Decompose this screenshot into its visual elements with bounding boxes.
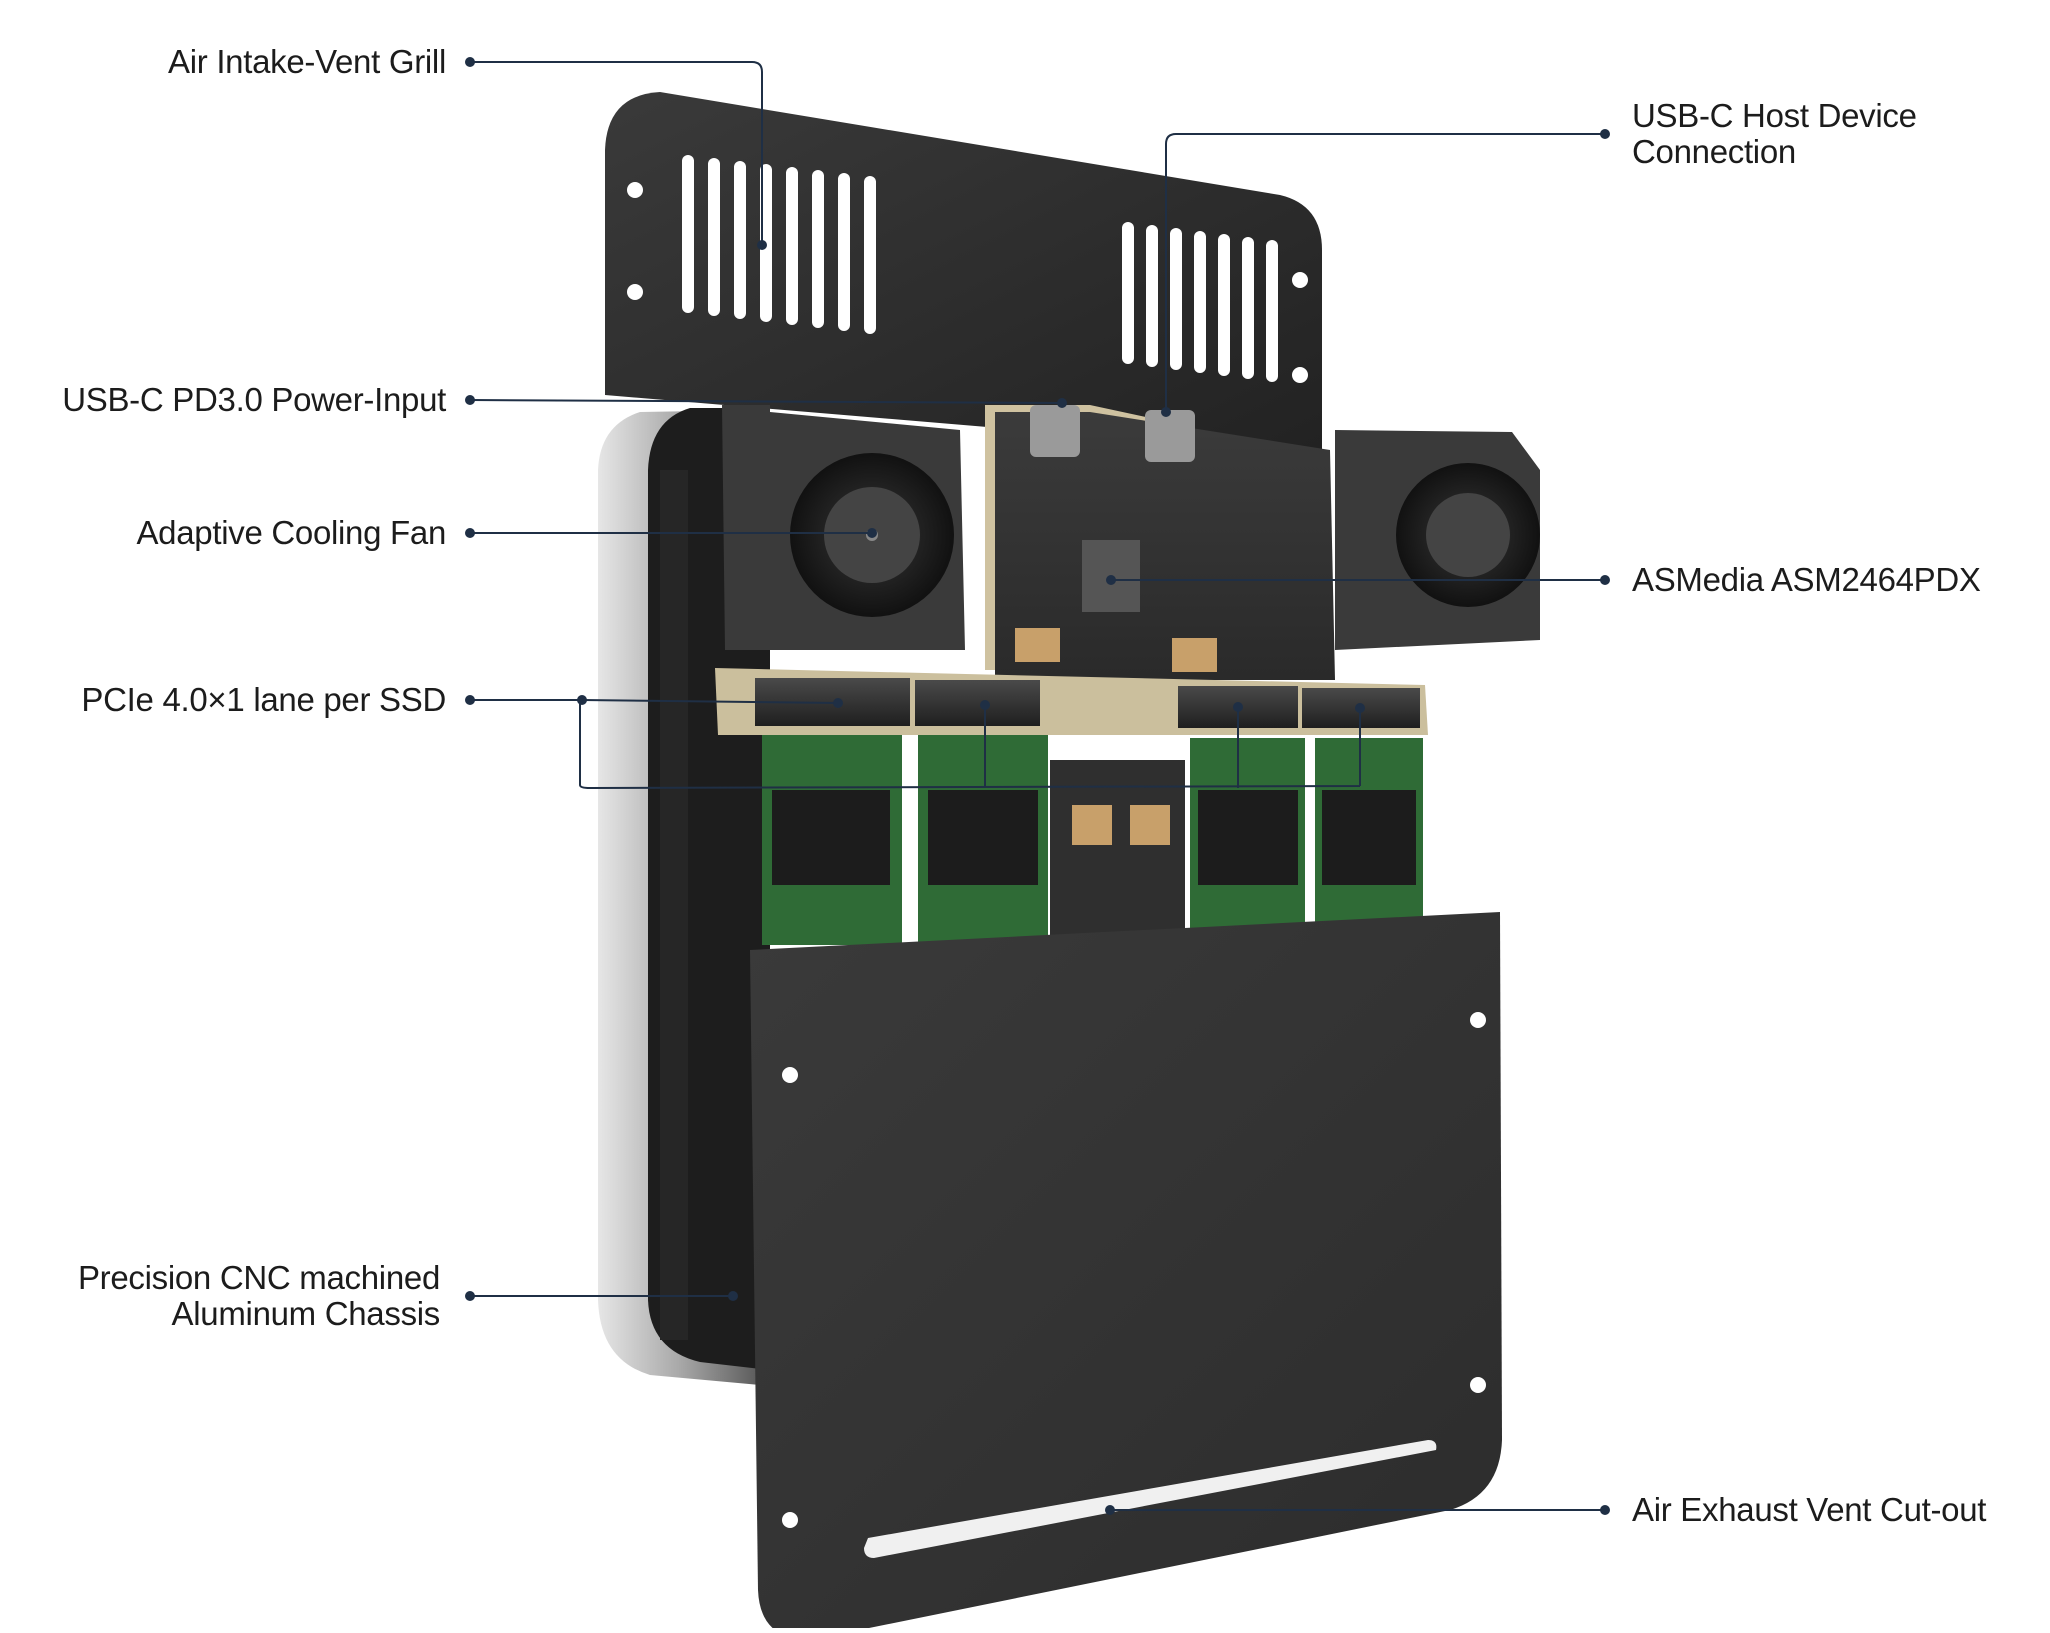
callout-air-intake: Air Intake-Vent Grill	[168, 43, 446, 80]
callout-pcie: PCIe 4.0×1 lane per SSD	[81, 681, 446, 718]
main-pcb	[985, 405, 1335, 680]
callout-exhaust: Air Exhaust Vent Cut-out	[1632, 1491, 1987, 1528]
bottom-exhaust-panel	[750, 912, 1502, 1633]
m2-connector-rail	[715, 668, 1428, 735]
leader-pcie	[470, 699, 1361, 790]
leader-dots	[465, 57, 1610, 1515]
panel-screws-top	[627, 182, 1308, 383]
intake-vent-slots-right	[1122, 222, 1278, 382]
leader-lines	[469, 61, 1605, 1511]
panel-screws-bottom	[782, 1012, 1486, 1528]
callout-usb-c-host: USB-C Host Device Connection	[1632, 97, 1917, 170]
top-vent-panel	[605, 92, 1322, 455]
callout-cooling-fan: Adaptive Cooling Fan	[136, 514, 446, 551]
usb-c-ports	[1030, 405, 1195, 462]
leader-usb-c-host	[1165, 133, 1605, 412]
cooling-fan-left	[722, 405, 965, 650]
leader-air-intake	[470, 61, 763, 245]
callout-usb-c-power: USB-C PD3.0 Power-Input	[62, 381, 446, 418]
leader-usb-c-power	[469, 399, 1063, 404]
exhaust-vent-slot	[864, 1440, 1437, 1558]
cooling-fan-right	[1335, 430, 1540, 650]
ssd-modules	[762, 735, 1423, 948]
callout-asmedia: ASMedia ASM2464PDX	[1632, 561, 1981, 598]
callout-chassis: Precision CNC machined Aluminum Chassis	[77, 1259, 440, 1332]
